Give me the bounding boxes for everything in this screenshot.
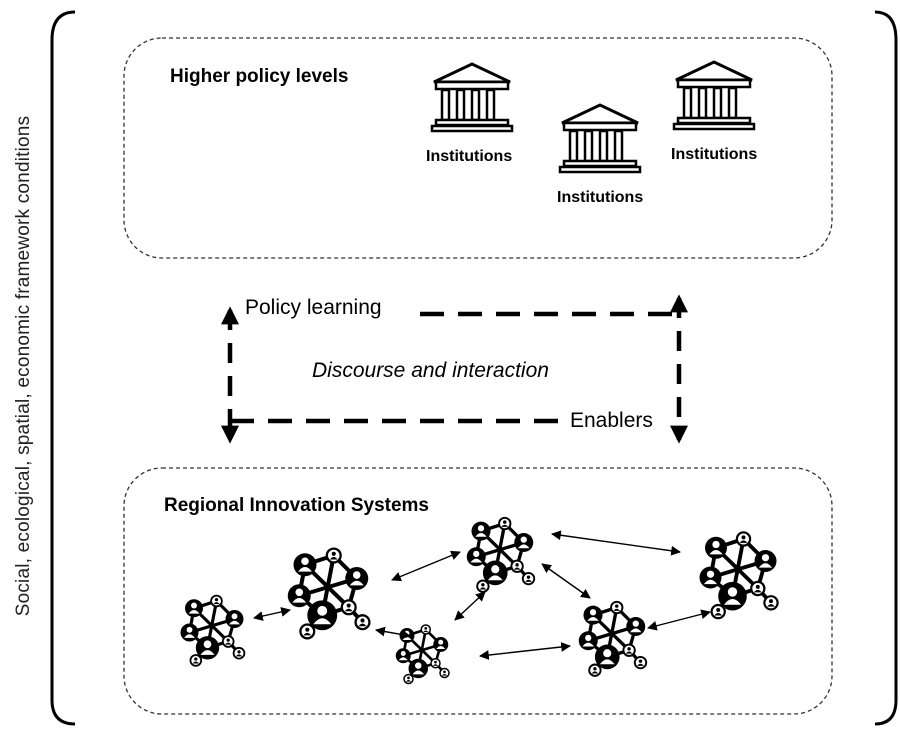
actor-network-icon [579,602,646,676]
actor-network-icon [467,518,534,592]
regional-innovation-systems-title: Regional Innovation Systems [164,495,429,516]
institutions-label: Institutions [671,146,758,163]
institution-building-icon [558,103,642,174]
framework-conditions-label: Social, ecological, spatial, economic fr… [13,115,34,617]
actor-network-icon [700,532,778,618]
enablers-label: Enablers [566,409,657,433]
interaction-arrows [253,530,711,660]
regional-innovation-systems-box [123,467,833,715]
outer-frame-right [874,10,898,726]
institutions-label: Institutions [426,148,513,165]
actor-network-icon [181,596,245,666]
discourse-interaction-label: Discourse and interaction [312,359,549,382]
actor-network-icon [288,549,370,639]
institutions-label: Institutions [557,189,644,206]
institution-building-icon [672,60,756,131]
higher-policy-levels-title: Higher policy levels [170,66,349,87]
actor-network-icon [396,625,449,684]
outer-frame-left [50,10,76,726]
flow-lines [221,294,688,444]
institution-building-icon [430,62,514,133]
policy-learning-label: Policy learning [241,296,386,320]
higher-policy-levels-box [123,37,833,259]
